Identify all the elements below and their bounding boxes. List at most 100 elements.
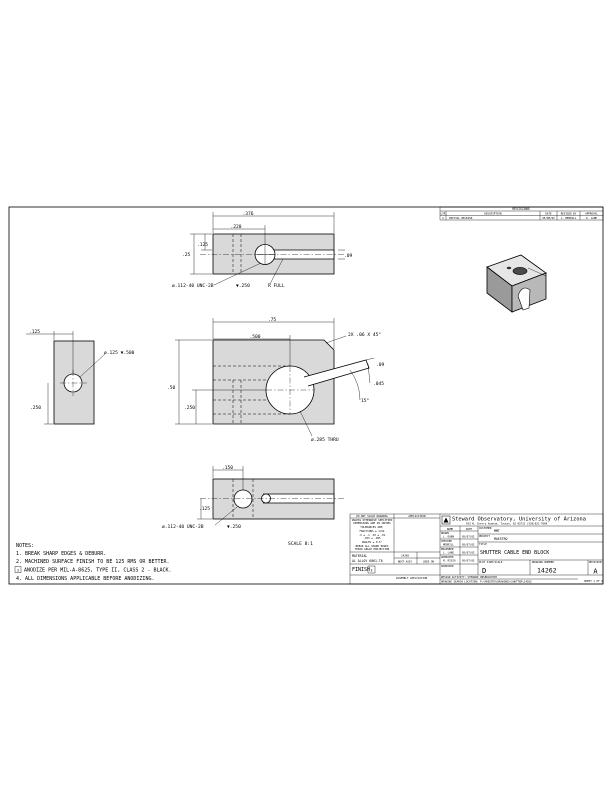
tolerance-line-5: .X ± .1 .XX ± .01 xyxy=(359,533,386,537)
front-view-dim-center: .500 xyxy=(249,334,260,340)
tolerance-line-2: DIMENSIONS ARE IN INCHES xyxy=(353,521,391,525)
side-view: .125 .250 ø.125 ▼.500 xyxy=(26,329,135,425)
sign-role-approved-1: APPROVED xyxy=(441,555,454,559)
customer-value: MMT xyxy=(494,529,500,533)
sign-header-date: DATE xyxy=(466,527,473,531)
sign-role-checked: CHECKED xyxy=(441,539,452,543)
sign-name-engineer: L. LANE xyxy=(443,551,454,555)
finish-label: FINISH xyxy=(352,567,370,573)
next-assy-value: 14268 xyxy=(401,554,409,558)
top-view: .376 .220 .25 .125 .09 ø.112-40 UNC-2B ▼… xyxy=(172,211,353,289)
sign-date-approved-1: 05/07/02 xyxy=(462,559,475,563)
sign-name-checked: MERRILL xyxy=(443,543,454,547)
front-view-dim-slot-offset: .045 xyxy=(373,381,384,387)
material-value: AL ALLOY 6061-T6 xyxy=(352,559,383,563)
note-3: ANODIZE PER MIL-A-8625, TYPE II, CLASS 2… xyxy=(24,568,172,574)
project-value: MAESTRO xyxy=(494,537,508,541)
title-value: SHUTTER CABLE END BLOCK xyxy=(480,550,549,556)
revisions-header-approval: APPROVAL xyxy=(585,211,598,215)
top-view-callout-thread: ø.112-40 UNC-2B xyxy=(172,283,214,289)
finish-flag: 3 xyxy=(371,569,373,573)
assembly-application: ASSEMBLY APPLICATION xyxy=(396,576,428,580)
revisions-header-revised-by: REVISED BY xyxy=(561,211,577,215)
finish-flag-box xyxy=(367,565,376,574)
tolerance-line-6: .XXX ± .005 xyxy=(363,536,381,540)
front-view-dim-length: .75 xyxy=(268,317,277,323)
top-view-dim-height: .25 xyxy=(182,252,191,258)
sign-date-engineer: 05/07/02 xyxy=(462,551,475,555)
front-view: .75 .500 .50 .250 2X .06 X 45° .09 .045 … xyxy=(167,317,385,443)
top-view-callout-radius: R FULL xyxy=(268,283,285,289)
side-view-dim-top: .125 xyxy=(29,329,40,335)
sign-date-checked: 05/07/02 xyxy=(462,543,475,547)
front-view-dim-slot: .09 xyxy=(376,362,385,368)
revisions-row-approval: D. LANE xyxy=(586,216,597,220)
tolerance-line-3: TOLERANCES ARE: xyxy=(360,525,383,529)
revision-value: A xyxy=(593,568,598,576)
tolerance-line-7: ANGLES ± 0.5° xyxy=(362,540,383,544)
bottom-view-dim-height: .125 xyxy=(199,506,210,512)
drawing-number-value: 14262 xyxy=(537,567,557,575)
org-address: 933 N. Cherry Avenue, Tucson, AZ 85721 (… xyxy=(466,522,548,526)
footer-design-activity: DESIGN ACTIVITY: STEWARD OBSERVATORY xyxy=(441,575,498,579)
front-view-callout-chamfer: 2X .06 X 45° xyxy=(348,332,381,338)
customer-label: CUSTOMER xyxy=(479,526,492,530)
top-view-dim-width: .376 xyxy=(242,211,253,217)
org-name: Steward Observatory, University of Arizo… xyxy=(452,517,586,523)
sheet-border xyxy=(8,206,604,585)
revisions-header-description: DESCRIPTION xyxy=(484,211,502,215)
revisions-table: REVISIONS LTR DESCRIPTION DATE REVISED B… xyxy=(439,206,604,221)
revisions-header-ltr: LTR xyxy=(441,211,446,215)
drawing-number-label: DRAWING NUMBER xyxy=(532,560,554,564)
top-view-dim-left-small: .125 xyxy=(197,242,208,248)
sign-role-drawn: DRAWN xyxy=(441,531,449,535)
tolerance-line-1: UNLESS OTHERWISE SPECIFIED xyxy=(352,518,393,522)
tolerance-line-4: FRACTIONS ± 1/64 xyxy=(360,529,385,533)
size-label: PLOT SIZE/SCALE xyxy=(479,560,503,564)
material-label: MATERIAL xyxy=(352,554,367,558)
sign-header-name: NAME xyxy=(447,527,454,531)
top-view-dim-inner: .220 xyxy=(230,224,241,230)
revisions-header-date: DATE xyxy=(545,211,552,215)
tolerance-line-8: BREAK ALL SHARP EDGES xyxy=(356,544,389,548)
side-view-dim-side: .250 xyxy=(30,405,41,411)
note-3-flag-number: 3 xyxy=(17,569,19,573)
bottom-view: .150 .125 ø.112-40 UNC-2B ▼.250 xyxy=(162,465,345,530)
title-label: TITLE xyxy=(479,542,487,546)
bottom-view-callout-thread: ø.112-40 UNC-2B xyxy=(162,524,204,530)
notes-block: NOTES: 1. BREAK SHARP EDGES & DEBURR. 2.… xyxy=(14,543,172,582)
revision-label: REVISION xyxy=(589,560,602,564)
revisions-row-date: 05/08/02 xyxy=(542,216,555,220)
revisions-row-description: INITIAL RELEASE xyxy=(449,216,473,220)
size-value: D xyxy=(482,567,486,575)
revisions-row-ltr: A xyxy=(442,216,444,220)
note-3-flag-box xyxy=(14,566,22,573)
front-view-dim-hole-height: .250 xyxy=(184,405,195,411)
footer-search-location: DRAWING SEARCH LOCATION: P:\MAESTRO\DRAW… xyxy=(441,580,532,584)
sign-date-drawn: 05/07/02 xyxy=(462,535,475,539)
sign-role-approved-2: APPROVED xyxy=(441,564,454,568)
side-view-callout-hole: ø.125 ▼.500 xyxy=(104,350,135,356)
top-view-callout-depth: ▼.250 xyxy=(236,283,250,289)
notes-title: NOTES: xyxy=(16,543,34,549)
drawing-scale: SCALE 8:1 xyxy=(288,541,313,547)
used-on-label: USED ON xyxy=(423,560,434,564)
sign-name-drawn: L. DUNN xyxy=(443,535,454,539)
sign-name-approved-1: M. RISSO xyxy=(443,559,456,563)
next-assy-label: NEXT ASSY xyxy=(398,560,412,564)
note-4: 4. ALL DIMENSIONS APPLICABLE BEFORE ANOD… xyxy=(16,576,154,582)
bottom-view-dim-offset: .150 xyxy=(222,465,233,471)
sign-role-engineer: ENGINEER xyxy=(441,547,454,551)
front-view-callout-bore: ø.285 THRU xyxy=(311,437,339,443)
note-2: 2. MACHINED SURFACE FINISH TO BE 125 RMS… xyxy=(16,559,170,565)
top-view-dim-slot: .09 xyxy=(344,253,353,259)
project-label: PROJECT xyxy=(479,534,490,538)
tolerance-line-9: THIRD ANGLE PROJECTION xyxy=(355,547,390,551)
isometric-view xyxy=(486,254,547,313)
bottom-view-callout-depth: ▼.250 xyxy=(227,524,241,530)
title-block: DO NOT SCALE DRAWING UNLESS OTHERWISE SP… xyxy=(349,513,604,585)
tolerance-header: DO NOT SCALE DRAWING xyxy=(356,514,388,518)
front-view-dim-angle: 15° xyxy=(361,398,370,404)
revisions-row-revised-by: L. MERRILL xyxy=(561,216,577,220)
note-1: 1. BREAK SHARP EDGES & DEBURR. xyxy=(16,551,106,557)
